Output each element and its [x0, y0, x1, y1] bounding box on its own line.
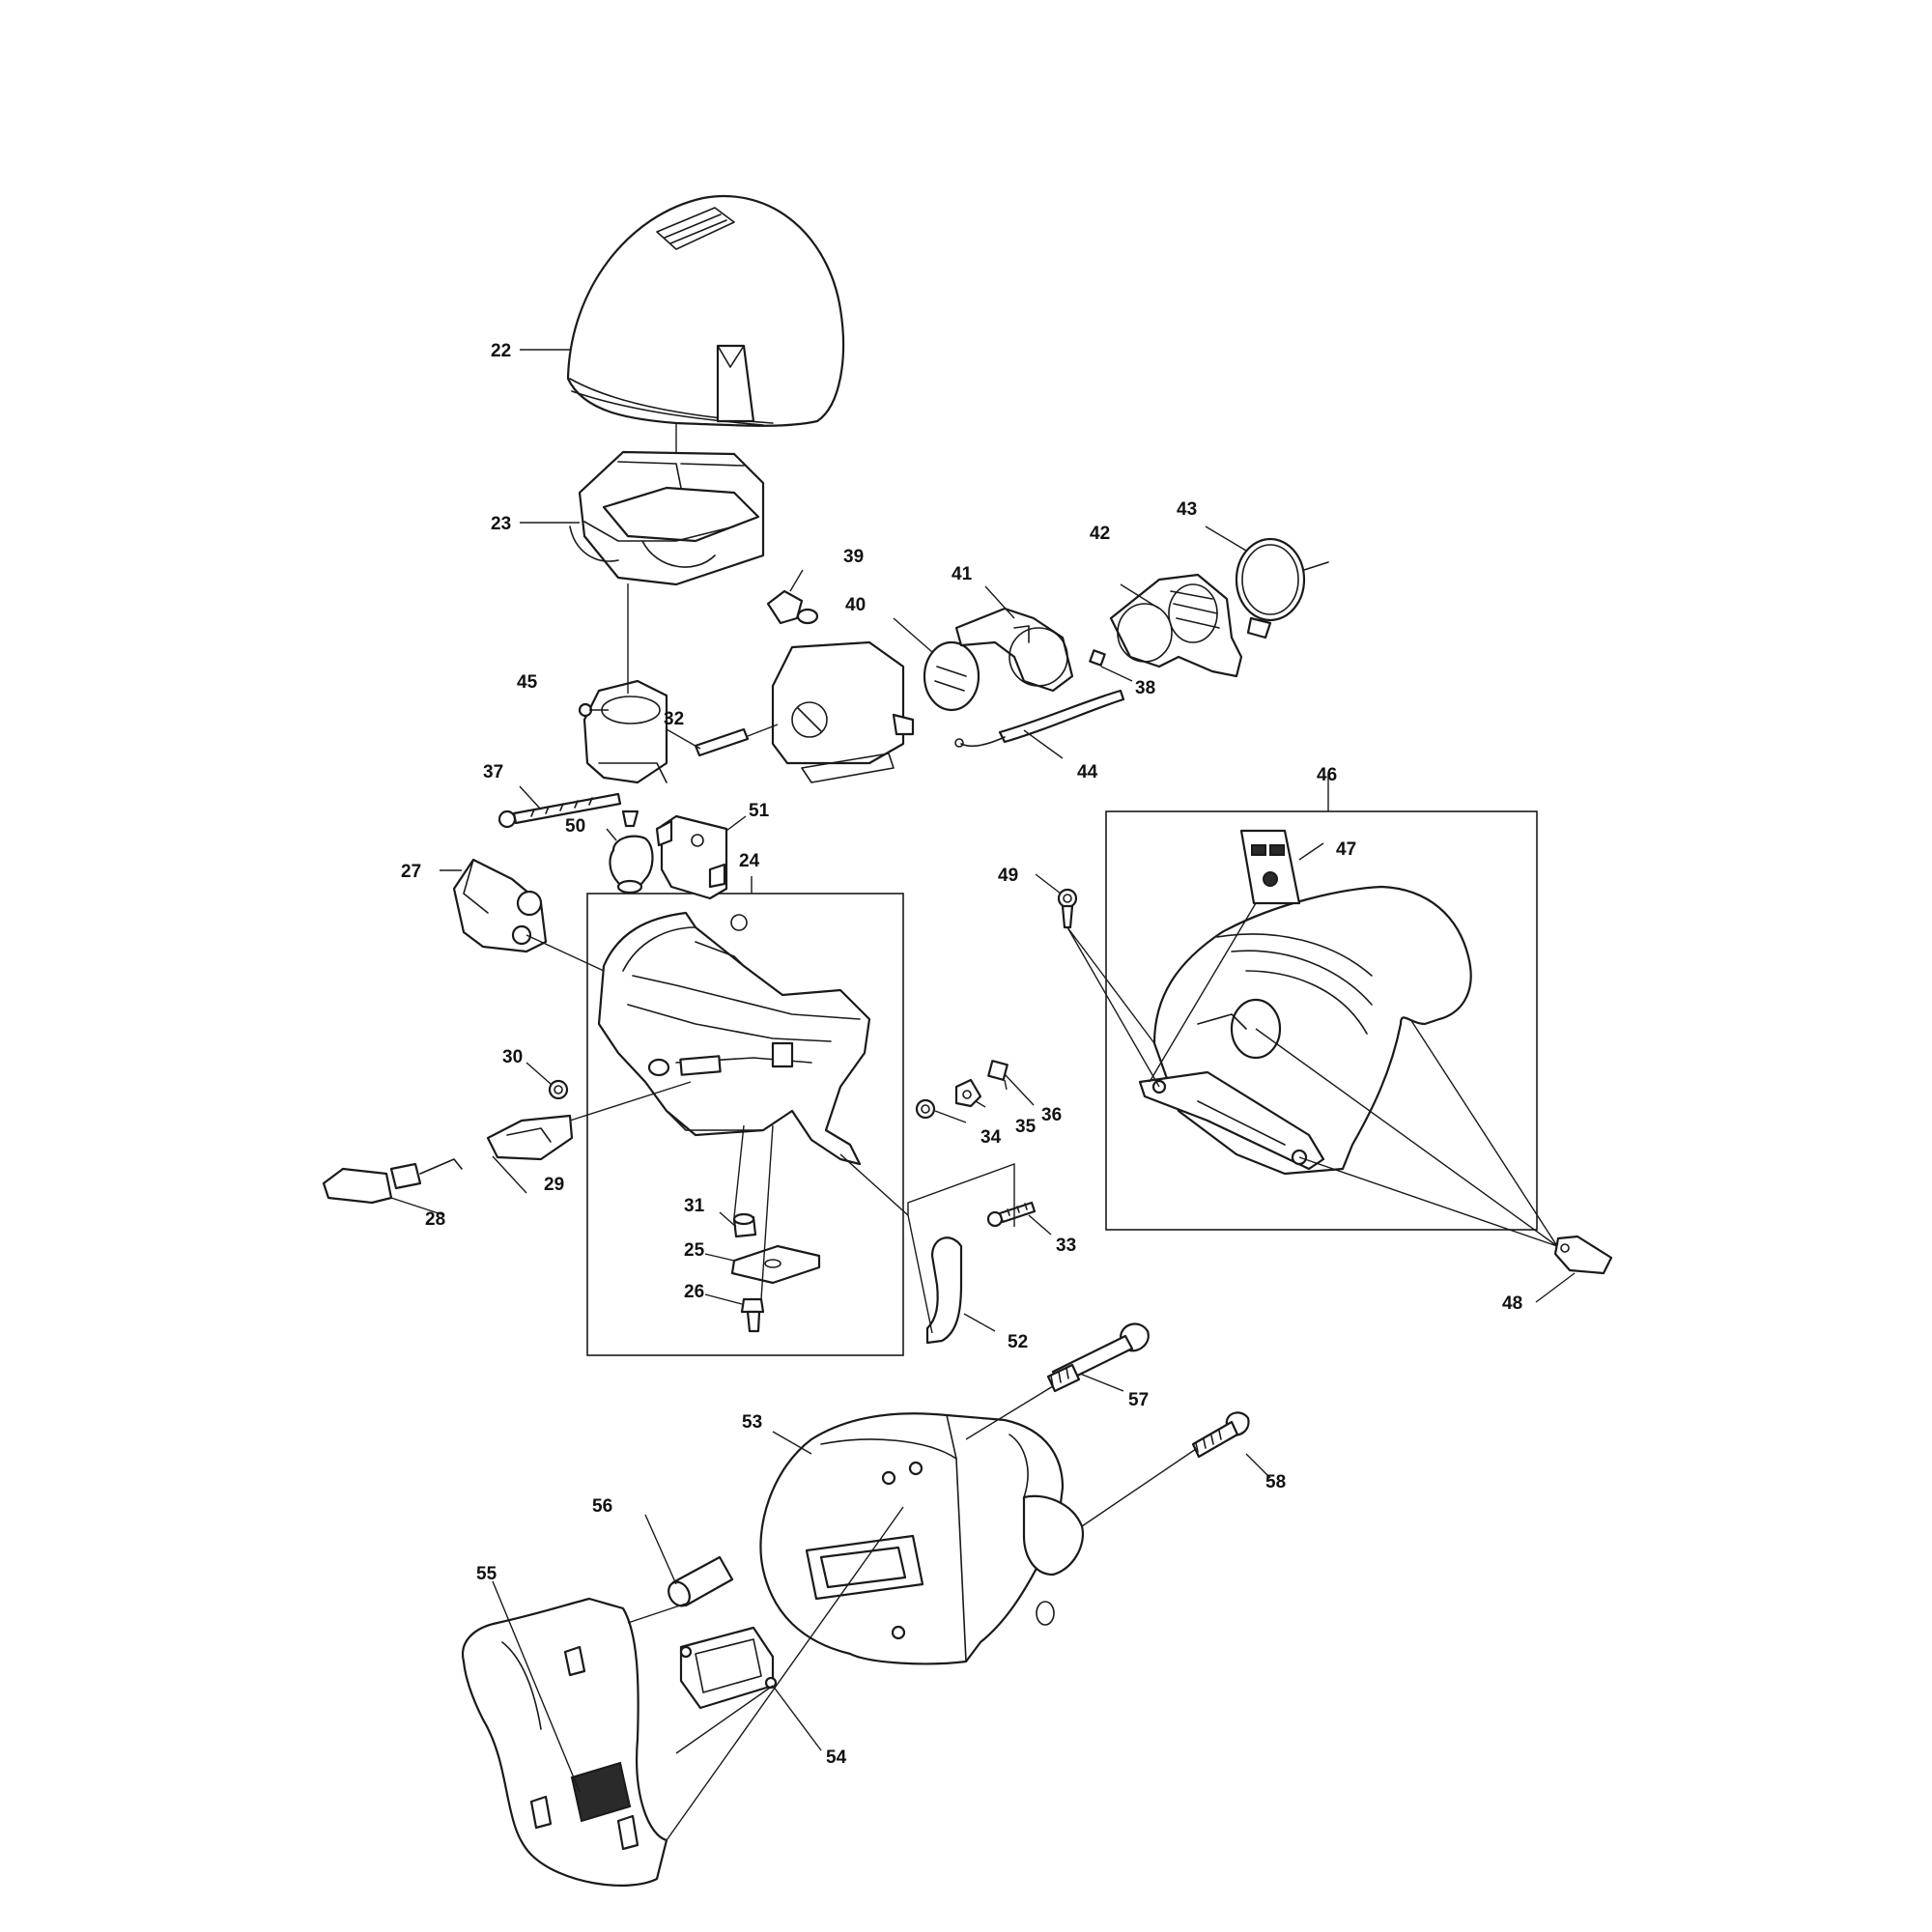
callout-40: 40: [845, 595, 866, 615]
part-56-spacer[interactable]: [665, 1555, 734, 1609]
callout-50: 50: [565, 816, 585, 837]
part-24-housing[interactable]: [597, 911, 871, 1166]
part-39-fitting[interactable]: [766, 589, 819, 625]
callout-30: 30: [502, 1047, 523, 1067]
callout-29: 29: [544, 1175, 564, 1195]
part-37-bolt[interactable]: [497, 792, 622, 829]
part-carburetor[interactable]: [771, 640, 915, 783]
assembly-box-46: [1105, 810, 1538, 1231]
part-47-label[interactable]: [1239, 829, 1301, 905]
callout-45: 45: [517, 672, 538, 693]
callout-49: 49: [998, 866, 1018, 886]
part-33-screw[interactable]: [986, 1201, 1037, 1228]
part-51-bracket[interactable]: [655, 814, 728, 900]
callout-41: 41: [952, 564, 973, 584]
part-23-air-filter[interactable]: [569, 450, 765, 586]
callout-58: 58: [1265, 1472, 1286, 1492]
part-25-plate[interactable]: [730, 1244, 821, 1285]
callout-26: 26: [684, 1282, 704, 1302]
callout-44: 44: [1077, 762, 1098, 782]
callout-47: 47: [1336, 839, 1356, 860]
callout-34: 34: [980, 1127, 1002, 1148]
callout-43: 43: [1177, 499, 1197, 520]
part-42-intake-manifold[interactable]: [1109, 573, 1243, 678]
part-22-top-cover[interactable]: [566, 195, 845, 427]
callout-25: 25: [684, 1240, 705, 1261]
part-45-adapter[interactable]: [578, 679, 668, 784]
part-52-spring[interactable]: [925, 1236, 963, 1345]
callout-54: 54: [826, 1747, 847, 1768]
part-31-nut[interactable]: [732, 1212, 757, 1238]
part-50-boot[interactable]: [609, 810, 654, 895]
callout-28: 28: [425, 1209, 445, 1230]
callout-24: 24: [739, 851, 760, 871]
callout-57: 57: [1128, 1390, 1149, 1410]
callout-32: 32: [664, 709, 684, 729]
part-40-gasket[interactable]: [923, 640, 980, 712]
callout-55: 55: [476, 1564, 497, 1584]
part-55-heat-shield[interactable]: [461, 1597, 668, 1887]
part-36-nut[interactable]: [987, 1060, 1009, 1081]
part-27-holder[interactable]: [452, 858, 548, 953]
part-49-screw[interactable]: [1057, 888, 1078, 929]
part-34-grommet[interactable]: [915, 1098, 936, 1120]
part-43-clamp[interactable]: [1235, 537, 1329, 639]
part-30-nut[interactable]: [548, 1079, 569, 1100]
part-46-rear-cover[interactable]: [1138, 885, 1472, 1176]
callout-53: 53: [742, 1412, 762, 1433]
part-38-nut[interactable]: [1089, 649, 1106, 667]
part-26-bolt[interactable]: [740, 1297, 765, 1333]
part-32-pin[interactable]: [694, 727, 750, 757]
callout-38: 38: [1135, 678, 1155, 698]
assembly-box-24: [586, 893, 904, 1356]
callout-51: 51: [749, 801, 770, 821]
part-28-lever[interactable]: [322, 1158, 463, 1205]
callout-37: 37: [483, 762, 503, 782]
part-58-bolt[interactable]: [1191, 1411, 1250, 1459]
callout-33: 33: [1056, 1236, 1076, 1256]
callout-42: 42: [1090, 524, 1110, 544]
part-53-muffler[interactable]: [759, 1412, 1085, 1665]
part-54-gasket[interactable]: [679, 1626, 778, 1710]
callout-48: 48: [1502, 1293, 1522, 1314]
callout-56: 56: [592, 1496, 612, 1517]
part-48-tab[interactable]: [1553, 1235, 1613, 1275]
callout-27: 27: [401, 862, 421, 882]
callout-52: 52: [1008, 1332, 1028, 1352]
callout-35: 35: [1015, 1117, 1037, 1137]
part-57-bolt[interactable]: [1046, 1322, 1150, 1393]
part-29-switch[interactable]: [486, 1114, 574, 1161]
part-41-intake-bracket[interactable]: [954, 607, 1074, 693]
callout-46: 46: [1317, 765, 1337, 785]
part-44-tube[interactable]: [954, 689, 1125, 748]
callout-39: 39: [843, 547, 864, 567]
callout-36: 36: [1041, 1105, 1062, 1125]
callout-31: 31: [684, 1196, 705, 1216]
callout-22: 22: [491, 341, 511, 361]
callout-23: 23: [491, 514, 511, 534]
